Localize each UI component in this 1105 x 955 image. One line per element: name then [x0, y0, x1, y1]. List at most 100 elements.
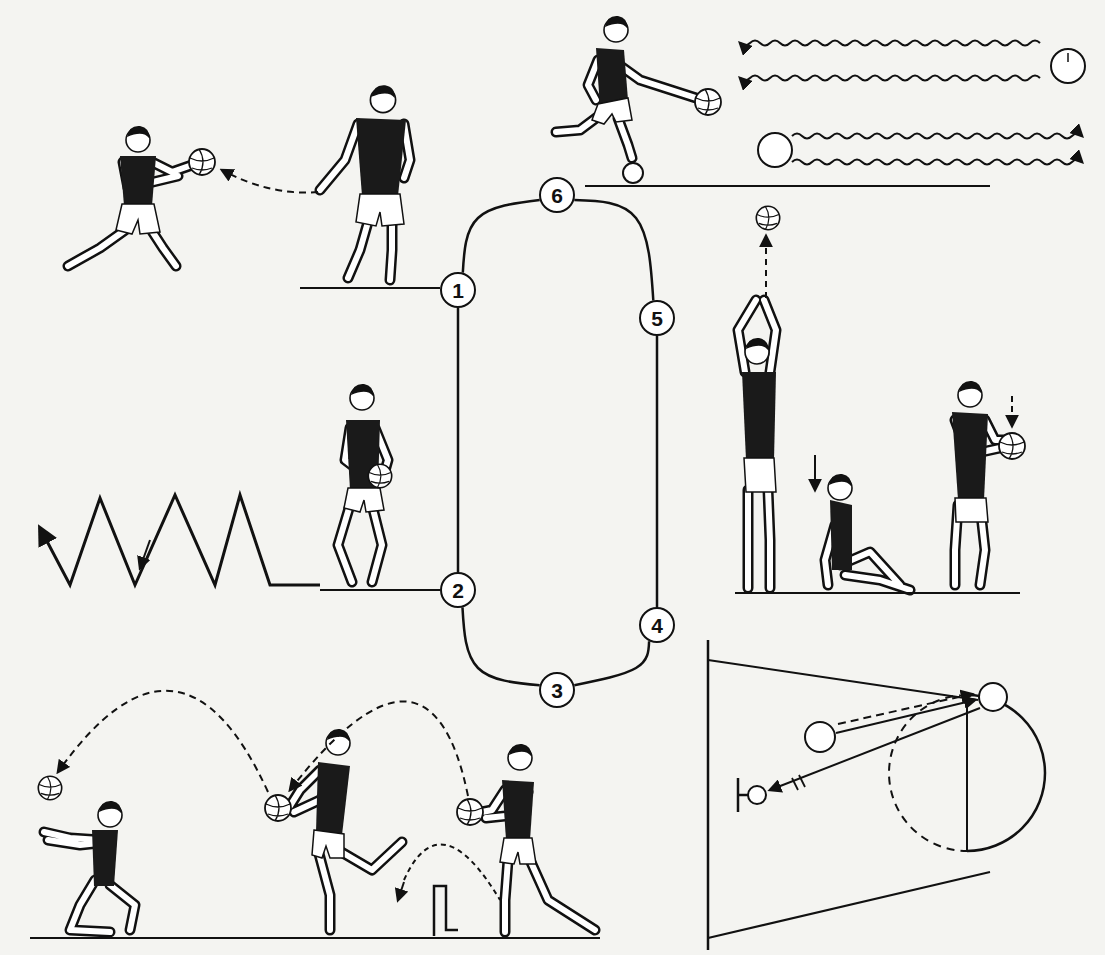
player-shorts [744, 458, 776, 492]
dribble-path [740, 76, 1040, 81]
ball-path [58, 691, 268, 792]
pass-path [222, 170, 318, 193]
jump-arrow [398, 882, 404, 900]
passing-station [68, 85, 440, 288]
player-head [745, 338, 769, 364]
backboard [738, 778, 748, 812]
ball [695, 89, 721, 115]
player-marker [1051, 49, 1085, 83]
direction-arrow [140, 540, 150, 568]
player-head [370, 85, 395, 112]
station-number: 5 [651, 308, 663, 329]
dribble-path [792, 134, 1082, 139]
player-head [98, 801, 122, 827]
ball [38, 776, 61, 799]
run-path [836, 700, 975, 733]
ball [368, 464, 391, 487]
player-limbs [482, 790, 595, 932]
circuit-track [574, 641, 649, 685]
ball [457, 799, 483, 825]
ball [189, 149, 215, 175]
circuit-track [457, 308, 460, 572]
court-station [708, 640, 1045, 950]
toss-arrow [765, 236, 767, 298]
player-marker [805, 722, 835, 752]
player-limbs [738, 300, 776, 588]
ball [756, 206, 779, 229]
shot-marks [792, 775, 805, 790]
player-shirt [356, 118, 406, 196]
basket [748, 786, 766, 804]
circuit-track [656, 336, 659, 607]
down-arrow [814, 455, 816, 490]
player-limbs [738, 300, 776, 588]
player-shirt [502, 780, 534, 840]
station-number-circle: 2 [440, 572, 476, 608]
player-limbs [556, 60, 696, 158]
cone-marker [623, 163, 643, 183]
player-shorts [500, 838, 536, 864]
player-head [828, 474, 852, 500]
player-limbs [556, 60, 696, 158]
station-number-circle: 1 [440, 272, 476, 308]
player-head [326, 729, 350, 755]
player-shirt [952, 412, 988, 500]
player-shorts [312, 830, 344, 858]
station-number-circle: 3 [539, 672, 575, 708]
hurdle [434, 886, 458, 936]
ground-line [30, 937, 600, 939]
catch-arrow [1011, 396, 1013, 426]
circuit-track [574, 200, 653, 300]
player-marker [758, 133, 792, 167]
player-head [604, 16, 628, 42]
player-shirt [120, 156, 156, 206]
station-number: 4 [651, 615, 663, 636]
toss-station [735, 206, 1025, 593]
ground-line [300, 287, 440, 289]
ground-line [585, 185, 990, 187]
player-shirt [92, 830, 118, 886]
circuit-track [462, 607, 539, 685]
dribble-station [556, 16, 1085, 186]
station-number: 6 [551, 185, 563, 206]
player-shorts [116, 204, 160, 234]
circuit-track [463, 200, 540, 273]
station-number-circle: 5 [639, 300, 675, 336]
player-shirt [742, 372, 776, 460]
dribble-path [740, 41, 1040, 46]
station-number-circle: 4 [639, 607, 675, 643]
player-shorts [592, 98, 632, 124]
zigzag-path [40, 495, 320, 585]
court-endline [707, 640, 710, 950]
court-lane [708, 660, 990, 938]
ground-line [735, 592, 1020, 594]
player-shirt [830, 500, 852, 570]
station-number: 3 [551, 680, 563, 701]
player-head [350, 384, 374, 410]
free-throw-circle [967, 695, 1045, 851]
player-shorts [356, 194, 404, 226]
station-number: 1 [452, 280, 464, 301]
ball [265, 795, 291, 821]
zigzag-station [40, 384, 440, 590]
player-head [508, 744, 532, 770]
ball [999, 433, 1025, 459]
station-number: 2 [452, 580, 464, 601]
ground-line [320, 589, 440, 591]
player-shorts [344, 488, 384, 512]
free-throw-line [966, 695, 968, 851]
player-marker [979, 683, 1007, 711]
player-head [126, 126, 150, 152]
ball-path [290, 701, 468, 796]
player-shirt [316, 762, 350, 835]
player-head [958, 381, 982, 407]
player-shorts [955, 498, 988, 522]
jump-path [404, 844, 500, 900]
player-limbs [44, 832, 135, 932]
dribble-path [792, 160, 1082, 165]
marker-tick [1067, 53, 1069, 62]
player-limbs [482, 790, 595, 932]
